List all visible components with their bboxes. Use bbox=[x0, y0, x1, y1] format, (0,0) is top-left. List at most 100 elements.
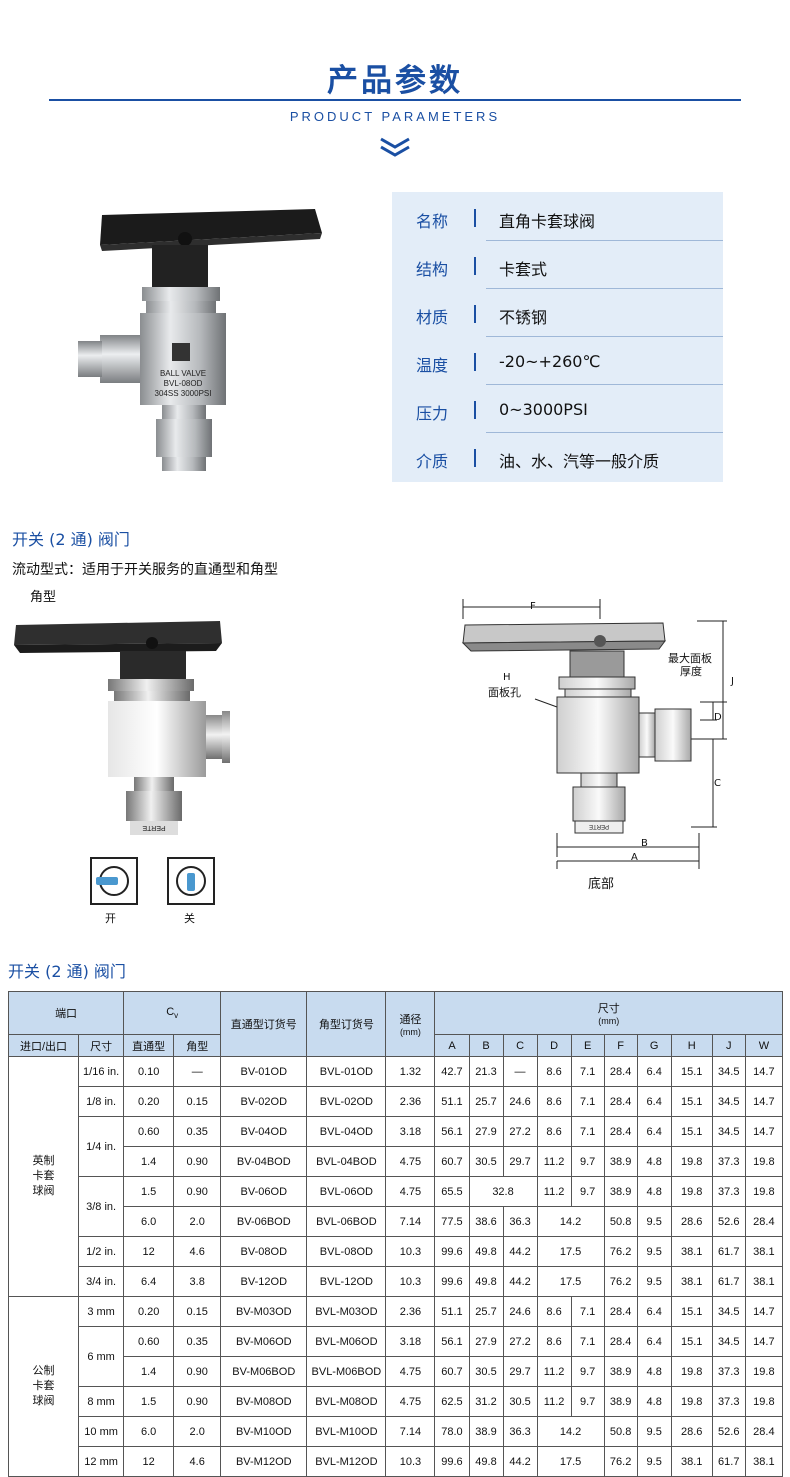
dim-g-cell: 4.8 bbox=[636, 1356, 672, 1387]
table-section-title: 开关 (2 通) 阀门 bbox=[8, 962, 126, 981]
straight-order-cell: BV-02OD bbox=[220, 1086, 308, 1117]
dim-h-cell: 15.1 bbox=[670, 1296, 713, 1327]
header-cv-angle: 角型 bbox=[173, 1034, 222, 1057]
dim-b-cell: 27.9 bbox=[468, 1116, 504, 1147]
dim-f-cell: 28.4 bbox=[603, 1326, 638, 1357]
dim-w-cell: 14.7 bbox=[744, 1086, 784, 1117]
spec-value: 卡套式 bbox=[499, 260, 548, 279]
dim-w-cell: 38.1 bbox=[744, 1266, 784, 1297]
max-panel-label-1: 最大面板 bbox=[668, 652, 712, 665]
header-dim-c: C bbox=[502, 1034, 538, 1057]
dim-d-cell: 8.6 bbox=[536, 1296, 572, 1327]
cv-angle-cell: 0.90 bbox=[173, 1356, 222, 1387]
cv-angle-cell: 0.15 bbox=[173, 1296, 222, 1327]
spec-separator bbox=[486, 288, 723, 289]
spec-row-name: 名称 直角卡套球阀 bbox=[392, 194, 723, 242]
dim-f-cell: 50.8 bbox=[603, 1206, 638, 1237]
dim-b-cell: 21.3 bbox=[468, 1056, 504, 1087]
header-dim-b: B bbox=[468, 1034, 504, 1057]
dim-c-cell: 27.2 bbox=[502, 1116, 538, 1147]
cv-straight-cell: 0.60 bbox=[123, 1326, 175, 1357]
dim-w-cell: 19.8 bbox=[744, 1356, 784, 1387]
flow-description: 流动型式：适用于开关服务的直通型和角型 bbox=[12, 562, 278, 578]
bore-cell: 3.18 bbox=[385, 1116, 436, 1147]
close-label: 关 bbox=[184, 912, 195, 925]
size-cell: 1/8 in. bbox=[78, 1086, 125, 1117]
cv-straight-cell: 1.5 bbox=[123, 1176, 175, 1207]
dim-d-cell: 8.6 bbox=[536, 1326, 572, 1357]
spec-row-pressure: 压力 0~3000PSI bbox=[392, 386, 723, 434]
angle-valve-illustration: PERTE bbox=[14, 621, 230, 835]
dim-b-cell: 27.9 bbox=[468, 1326, 504, 1357]
dim-e-cell: 7.1 bbox=[570, 1296, 605, 1327]
max-panel-label-2: 厚度 bbox=[680, 665, 702, 678]
dim-w-cell: 14.7 bbox=[744, 1326, 784, 1357]
cv-straight-cell: 1.5 bbox=[123, 1386, 175, 1417]
straight-order-cell: BV-06OD bbox=[220, 1176, 308, 1207]
dim-d-cell: 8.6 bbox=[536, 1116, 572, 1147]
dim-w-cell: 38.1 bbox=[744, 1236, 784, 1267]
cv-angle-cell: 3.8 bbox=[173, 1266, 222, 1297]
dim-h-cell: 28.6 bbox=[670, 1206, 713, 1237]
spec-separator bbox=[486, 240, 723, 241]
dim-a-cell: 99.6 bbox=[434, 1236, 470, 1267]
dim-f-cell: 38.9 bbox=[603, 1176, 638, 1207]
dim-g-cell: 4.8 bbox=[636, 1176, 672, 1207]
size-cell: 3/4 in. bbox=[78, 1266, 125, 1297]
bore-cell: 10.3 bbox=[385, 1236, 436, 1267]
dim-j-cell: 34.5 bbox=[711, 1086, 746, 1117]
dim-f-cell: 28.4 bbox=[603, 1056, 638, 1087]
spec-row-medium: 介质 油、水、汽等一般介质 bbox=[392, 434, 723, 482]
dim-c-cell: 44.2 bbox=[502, 1236, 538, 1267]
bore-cell: 2.36 bbox=[385, 1296, 436, 1327]
dim-label-b: B bbox=[641, 838, 648, 849]
straight-order-cell: BV-M06OD bbox=[220, 1326, 308, 1357]
cv-straight-cell: 0.20 bbox=[123, 1086, 175, 1117]
spec-label: 介质 bbox=[416, 452, 449, 471]
straight-order-cell: BV-08OD bbox=[220, 1236, 308, 1267]
dim-b-cell: 25.7 bbox=[468, 1086, 504, 1117]
dim-d-cell: 11.2 bbox=[536, 1146, 572, 1177]
straight-order-cell: BV-M12OD bbox=[220, 1446, 308, 1477]
spec-row-temperature: 温度 -20~+260℃ bbox=[392, 338, 723, 386]
angle-order-cell: BVL-M03OD bbox=[306, 1296, 387, 1327]
dim-a-cell: 56.1 bbox=[434, 1116, 470, 1147]
dim-d-cell: 11.2 bbox=[536, 1386, 572, 1417]
dim-e-cell: 9.7 bbox=[570, 1176, 605, 1207]
spec-value: 不锈钢 bbox=[499, 308, 548, 327]
angle-order-cell: BVL-06OD bbox=[306, 1176, 387, 1207]
angle-order-cell: BVL-M08OD bbox=[306, 1386, 387, 1417]
dim-a-cell: 99.6 bbox=[434, 1446, 470, 1477]
dimension-drawing: PERTE bbox=[461, 599, 727, 869]
panel-hole-label: 面板孔 bbox=[488, 686, 521, 699]
dim-j-cell: 34.5 bbox=[711, 1116, 746, 1147]
product-photo: BALL VALVE BVL-08OD 304SS 3000PSI bbox=[78, 209, 322, 471]
cv-angle-cell: 0.90 bbox=[173, 1176, 222, 1207]
dim-f-cell: 76.2 bbox=[603, 1446, 638, 1477]
dim-j-cell: 61.7 bbox=[711, 1266, 746, 1297]
page-title: 产品参数 bbox=[327, 63, 463, 99]
size-cell: 3 mm bbox=[78, 1296, 125, 1327]
spec-value: -20~+260℃ bbox=[499, 352, 601, 371]
group-label: 英制卡套球阀 bbox=[7, 1056, 80, 1297]
header-angle-order: 角型订货号 bbox=[306, 991, 387, 1057]
spec-divider bbox=[474, 449, 476, 467]
dim-j-cell: 52.6 bbox=[711, 1416, 746, 1447]
dim-e-cell: 9.7 bbox=[570, 1356, 605, 1387]
dim-h-cell: 19.8 bbox=[670, 1356, 713, 1387]
chevron-down-icon bbox=[380, 137, 410, 157]
bore-cell: 1.32 bbox=[385, 1056, 436, 1087]
dim-g-cell: 9.5 bbox=[636, 1416, 672, 1447]
dim-c-cell: 24.6 bbox=[502, 1086, 538, 1117]
angle-order-cell: BVL-04OD bbox=[306, 1116, 387, 1147]
dim-f-cell: 28.4 bbox=[603, 1296, 638, 1327]
type-label: 角型 bbox=[30, 590, 57, 605]
dim-e-cell: 7.1 bbox=[570, 1056, 605, 1087]
size-cell: 6 mm bbox=[78, 1326, 125, 1387]
bore-cell: 10.3 bbox=[385, 1266, 436, 1297]
spec-value: 直角卡套球阀 bbox=[499, 212, 596, 231]
